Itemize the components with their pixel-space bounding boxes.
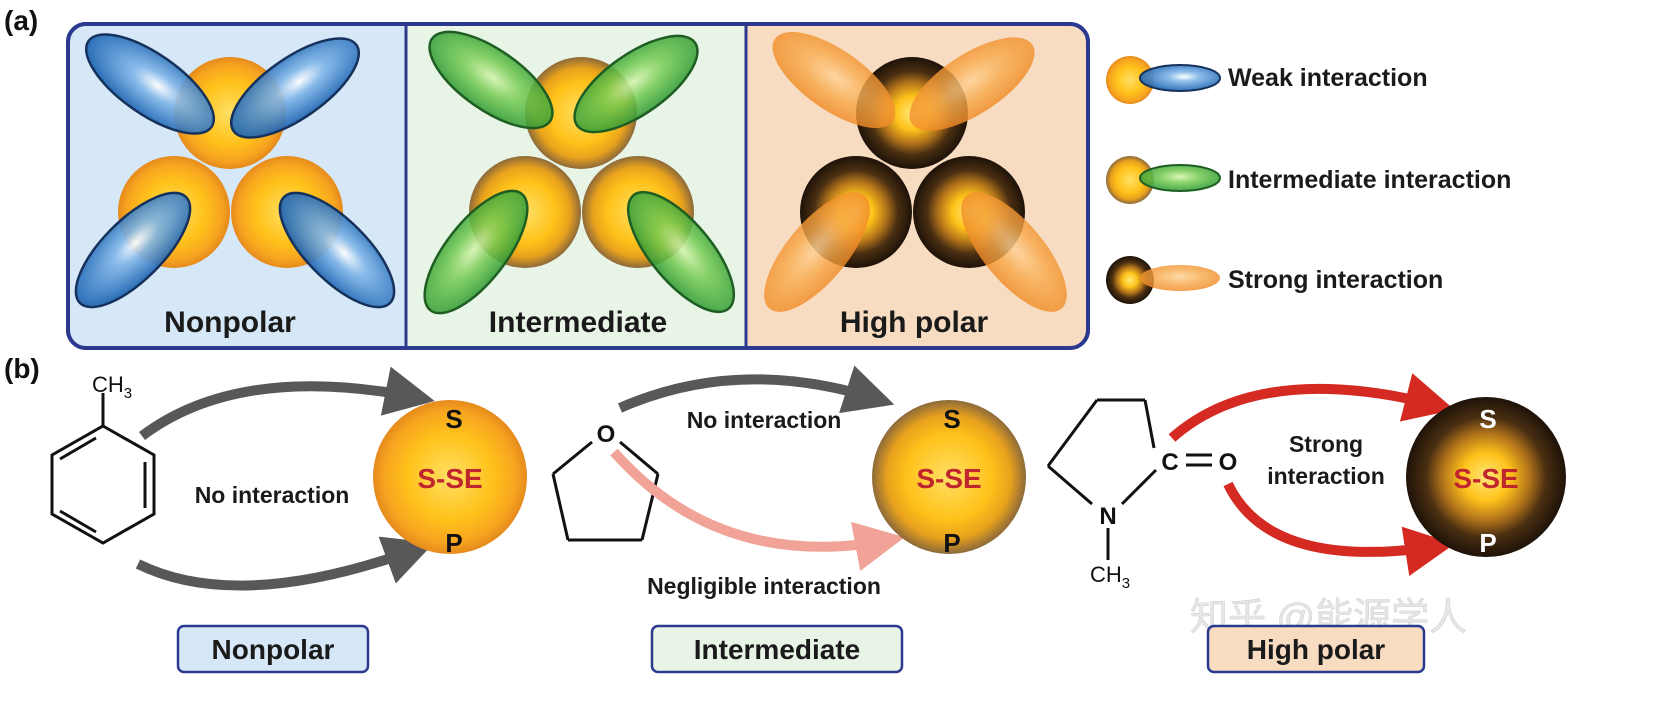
particle-p-label: P [943, 528, 960, 558]
high-polar-box: High polar [1206, 624, 1426, 674]
nmp-carbon: C [1161, 449, 1178, 476]
particle-s-label: S [943, 404, 960, 434]
high-polar-arrow-to-p [1223, 481, 1455, 576]
nmp-oxygen: O [1219, 449, 1238, 476]
nonpolar-box-label: Nonpolar [212, 634, 335, 665]
intermediate-box: Intermediate [650, 624, 904, 674]
nonpolar-cluster [74, 33, 396, 309]
nonpolar-particle: S S-SE P [373, 400, 527, 558]
intermediate-box-label: Intermediate [694, 634, 861, 665]
intermediate-top-annotation: No interaction [687, 407, 842, 433]
legend-strong-label: Strong interaction [1228, 266, 1443, 294]
toluene-structure [50, 393, 156, 545]
intermediate-arrow-to-s [617, 365, 895, 414]
intermediate-caption: Intermediate [489, 306, 667, 339]
particle-sse-label: S-SE [916, 463, 981, 494]
high-polar-cluster [764, 31, 1067, 312]
toluene-methyl: CH3 [92, 372, 132, 402]
high-polar-annotation-line2: interaction [1267, 463, 1385, 489]
high-polar-box-label: High polar [1247, 634, 1386, 665]
panel-a-label: (a) [4, 5, 38, 36]
nonpolar-box: Nonpolar [176, 624, 370, 674]
high-polar-caption: High polar [840, 306, 989, 339]
nmp-structure [1046, 398, 1212, 560]
particle-sse-label: S-SE [417, 463, 482, 494]
intermediate-arrow-to-p [610, 448, 905, 572]
legend: Weak interaction Intermediate interactio… [1106, 56, 1511, 304]
legend-weak-label: Weak interaction [1228, 64, 1428, 92]
high-polar-particle: S S-SE P [1406, 397, 1566, 558]
nonpolar-arrow-to-s [138, 366, 435, 440]
nmp-methyl: CH3 [1090, 562, 1130, 592]
panel-b-label: (b) [4, 353, 40, 384]
particle-p-label: P [445, 528, 462, 558]
thf-structure [551, 440, 660, 542]
nonpolar-annotation: No interaction [195, 482, 350, 508]
nonpolar-arrow-to-p [135, 536, 435, 591]
intermediate-bottom-annotation: Negligible interaction [647, 573, 881, 599]
particle-s-label: S [1479, 404, 1496, 434]
high-polar-arrow-to-s [1168, 373, 1455, 442]
particle-s-label: S [445, 404, 462, 434]
nmp-nitrogen: N [1099, 503, 1116, 530]
legend-intermediate-label: Intermediate interaction [1228, 166, 1511, 194]
legend-weak-symbol [1106, 56, 1221, 104]
intermediate-cluster [423, 30, 736, 315]
legend-intermediate-symbol [1106, 156, 1221, 204]
nonpolar-caption: Nonpolar [164, 306, 296, 339]
intermediate-particle: S S-SE P [872, 400, 1026, 558]
legend-strong-symbol [1106, 256, 1220, 304]
thf-oxygen: O [597, 421, 616, 448]
particle-sse-label: S-SE [1453, 463, 1518, 494]
particle-p-label: P [1479, 528, 1496, 558]
high-polar-annotation-line1: Strong [1289, 431, 1363, 457]
